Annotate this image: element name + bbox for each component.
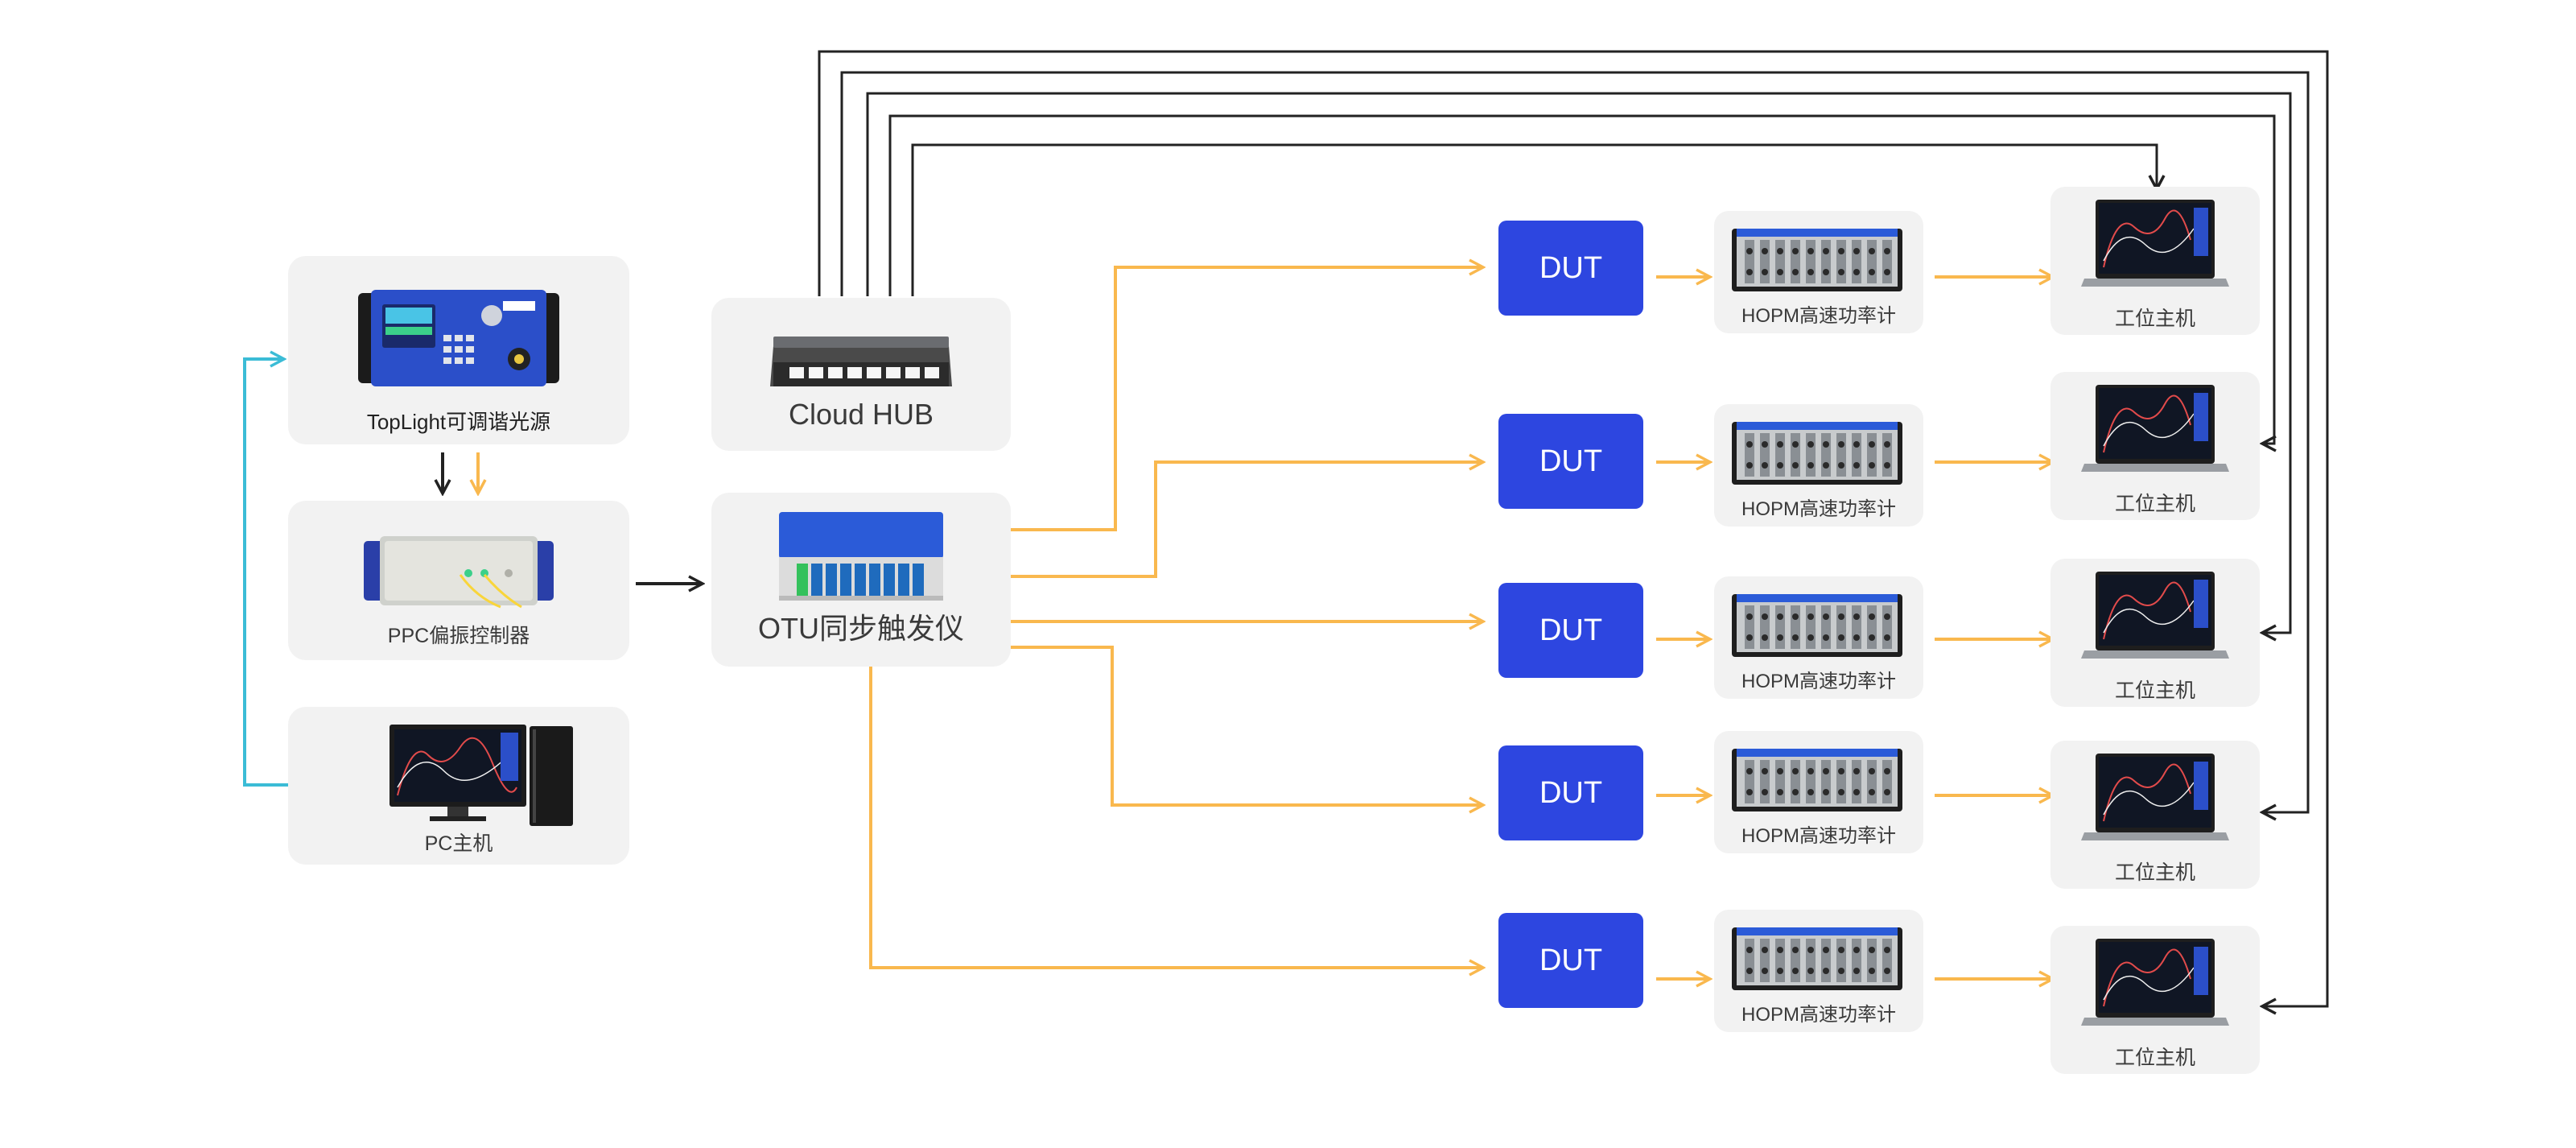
otu-optical-lines bbox=[869, 267, 1482, 968]
toplight-label: TopLight可调谐光源 bbox=[366, 410, 551, 434]
laptop-image bbox=[2081, 385, 2229, 472]
hub-line-2 bbox=[840, 71, 2310, 812]
ppc-label: PPC偏振控制器 bbox=[387, 625, 530, 647]
power-meter-image bbox=[1732, 229, 1902, 291]
cloud-hub-card[interactable]: Cloud HUB bbox=[711, 298, 1011, 451]
power-meter-label: HOPM高速功率计 bbox=[1741, 1004, 1896, 1026]
power-meter-card[interactable]: HOPM高速功率计 bbox=[1714, 910, 1923, 1032]
power-meter-image bbox=[1732, 927, 1902, 990]
power-meter-label: HOPM高速功率计 bbox=[1741, 825, 1896, 847]
power-meter-image bbox=[1732, 749, 1902, 811]
dut-box[interactable]: DUT bbox=[1498, 414, 1643, 509]
row-optical-arrows bbox=[1656, 277, 2052, 979]
power-meter-card[interactable]: HOPM高速功率计 bbox=[1714, 576, 1923, 699]
network-switch-image bbox=[770, 337, 952, 386]
workstation-label: 工位主机 bbox=[2114, 861, 2195, 884]
toplight-card[interactable]: TopLight可调谐光源 bbox=[288, 256, 629, 444]
workstation-label: 工位主机 bbox=[2114, 1047, 2195, 1069]
otu-line-1 bbox=[1011, 267, 1482, 531]
workstation-label: 工位主机 bbox=[2114, 679, 2195, 702]
workstation-card[interactable]: 工位主机 bbox=[2050, 372, 2260, 520]
workstation-label: 工位主机 bbox=[2114, 493, 2195, 515]
tunable-laser-device-image bbox=[358, 290, 559, 386]
otu-device-image bbox=[779, 512, 943, 601]
cloud-hub-label: Cloud HUB bbox=[788, 398, 934, 431]
pc-to-toplight-link bbox=[243, 359, 288, 787]
pc-label: PC主机 bbox=[424, 832, 493, 855]
dut-box[interactable]: DUT bbox=[1498, 221, 1643, 316]
laptop-image bbox=[2081, 939, 2229, 1026]
pc-card[interactable]: PC主机 bbox=[288, 707, 629, 865]
power-meter-label: HOPM高速功率计 bbox=[1741, 498, 1896, 520]
otu-label: OTU同步触发仪 bbox=[758, 612, 964, 645]
workstation-card[interactable]: 工位主机 bbox=[2050, 559, 2260, 707]
otu-card[interactable]: OTU同步触发仪 bbox=[711, 493, 1011, 667]
hub-line-4 bbox=[888, 114, 2274, 444]
polarization-controller-image bbox=[364, 536, 554, 609]
power-meter-label: HOPM高速功率计 bbox=[1741, 671, 1896, 692]
otu-line-2 bbox=[1011, 462, 1482, 578]
ppc-card[interactable]: PPC偏振控制器 bbox=[288, 501, 629, 660]
pc-image bbox=[389, 725, 573, 826]
hub-line-5 bbox=[911, 143, 2157, 296]
power-meter-card[interactable]: HOPM高速功率计 bbox=[1714, 211, 1923, 333]
hub-control-lines bbox=[818, 50, 2329, 1006]
dut-box[interactable]: DUT bbox=[1498, 913, 1643, 1008]
workstation-label: 工位主机 bbox=[2114, 308, 2195, 330]
dut-box[interactable]: DUT bbox=[1498, 745, 1643, 840]
workstation-card[interactable]: 工位主机 bbox=[2050, 926, 2260, 1074]
hub-line-3 bbox=[866, 92, 2292, 633]
power-meter-image bbox=[1732, 594, 1902, 657]
otu-line-5 bbox=[869, 667, 1482, 968]
power-meter-card[interactable]: HOPM高速功率计 bbox=[1714, 404, 1923, 527]
laptop-image bbox=[2081, 200, 2229, 287]
laptop-image bbox=[2081, 572, 2229, 659]
power-meter-image bbox=[1732, 422, 1902, 485]
dut-box[interactable]: DUT bbox=[1498, 583, 1643, 678]
hub-line-1 bbox=[818, 50, 2329, 1006]
otu-line-4 bbox=[1011, 646, 1482, 805]
laptop-image bbox=[2081, 754, 2229, 840]
power-meter-label: HOPM高速功率计 bbox=[1741, 305, 1896, 327]
power-meter-card[interactable]: HOPM高速功率计 bbox=[1714, 731, 1923, 853]
workstation-card[interactable]: 工位主机 bbox=[2050, 741, 2260, 889]
workstation-card[interactable]: 工位主机 bbox=[2050, 187, 2260, 335]
